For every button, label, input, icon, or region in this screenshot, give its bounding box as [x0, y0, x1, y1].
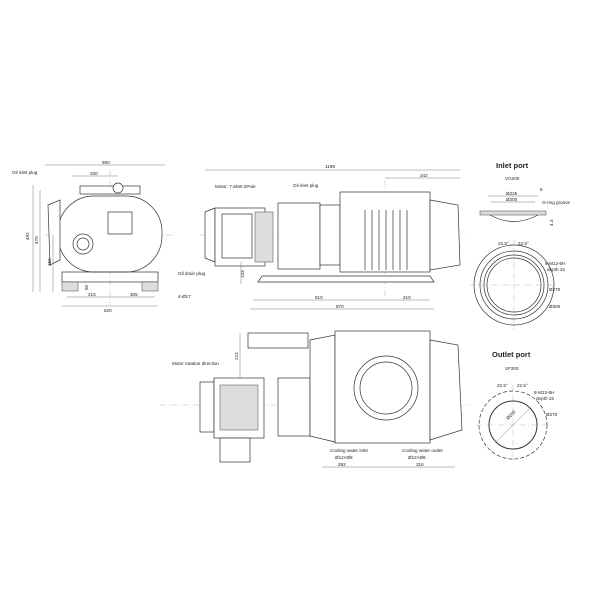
dim-330: 330 — [90, 171, 98, 176]
label-motor: Motor: 7.5kW-2Pole — [215, 184, 256, 189]
outlet-angle-right: 22.5° — [517, 383, 528, 388]
dim-224: 224 — [234, 352, 239, 360]
inlet-dia-200: Ø200 — [506, 197, 518, 202]
inlet-o-ring-label: O-ring groove — [542, 200, 571, 205]
inlet-port-title: Inlet port — [496, 161, 529, 170]
label-cooling-inlet-size: Ø12×Ø8 — [335, 455, 353, 460]
outlet-port-standard: VF200 — [505, 366, 519, 371]
inlet-threads: 8-M12-6H — [545, 261, 565, 266]
outlet-threads: 8-M12-6H — [534, 390, 554, 395]
dim-590: 590 — [102, 160, 110, 165]
label-motor-rotation: Motor rotation direction — [172, 361, 219, 366]
inlet-bolt-circle: Ø270 — [549, 287, 561, 292]
inlet-flange-dia: Ø300 — [549, 304, 561, 309]
dim-870: 870 — [336, 304, 344, 309]
outlet-bolt-circle: Ø270 — [546, 412, 558, 417]
label-cooling-inlet: Cooling water inlet — [330, 448, 369, 453]
outlet-angle-left: 22.5° — [497, 383, 508, 388]
inlet-groove-depth: 4.3 — [549, 219, 554, 226]
dim-470: 470 — [34, 236, 39, 244]
inlet-groove-width: 8 — [540, 187, 543, 192]
outlet-port-title: Outlet port — [492, 350, 531, 359]
outlet-port: Outlet port VF200 22.5° 22.5° 8-M12-6H d… — [476, 350, 558, 462]
outlet-bore: Ø200 — [505, 409, 517, 421]
dim-210: 210 — [403, 295, 411, 300]
label-cooling-outlet: Cooling water outlet — [402, 448, 443, 453]
dim-492: 492 — [25, 232, 30, 240]
dim-316: 316 — [416, 462, 424, 467]
dim-610: 610 — [315, 295, 323, 300]
inlet-thread-depth: depth 15 — [547, 267, 565, 272]
inlet-port-standard: VG200 — [505, 176, 520, 181]
front-view: 590 330 492 470 360 50 215 305 520 Oil i… — [12, 160, 206, 313]
dim-215: 215 — [88, 292, 96, 297]
dim-1198: 1198 — [325, 164, 335, 169]
dim-520: 520 — [104, 308, 112, 313]
label-oil-inlet-plug-side: Oil inlet plug — [293, 183, 319, 188]
label-oil-inlet-plug: Oil inlet plug — [12, 170, 38, 175]
top-view: 224 Motor rotation direction Cooling wat… — [160, 330, 470, 468]
inlet-port: Inlet port VG200 Ø225 Ø200 8 O-ring groo… — [470, 161, 571, 330]
dim-133: 133 — [240, 270, 245, 278]
side-view: 1198 342 133 610 210 870 Motor: 7.5kW-2P… — [200, 164, 465, 310]
inlet-angle-left: 22.5° — [498, 241, 509, 246]
fins — [364, 210, 408, 270]
dim-360: 360 — [47, 258, 52, 266]
dim-50: 50 — [84, 284, 89, 290]
label-cooling-outlet-size: Ø12×Ø8 — [408, 455, 426, 460]
dim-305: 305 — [130, 292, 138, 297]
outlet-thread-depth: depth 15 — [536, 396, 554, 401]
label-oil-drain-plug: Oil drain plug — [178, 271, 206, 276]
inlet-angle-right: 22.5° — [518, 241, 529, 246]
inlet-dia-225: Ø225 — [506, 191, 518, 196]
dim-342: 342 — [420, 173, 428, 178]
label-feet-holes: 4-Ø17 — [178, 294, 191, 299]
dim-292: 292 — [338, 462, 346, 467]
